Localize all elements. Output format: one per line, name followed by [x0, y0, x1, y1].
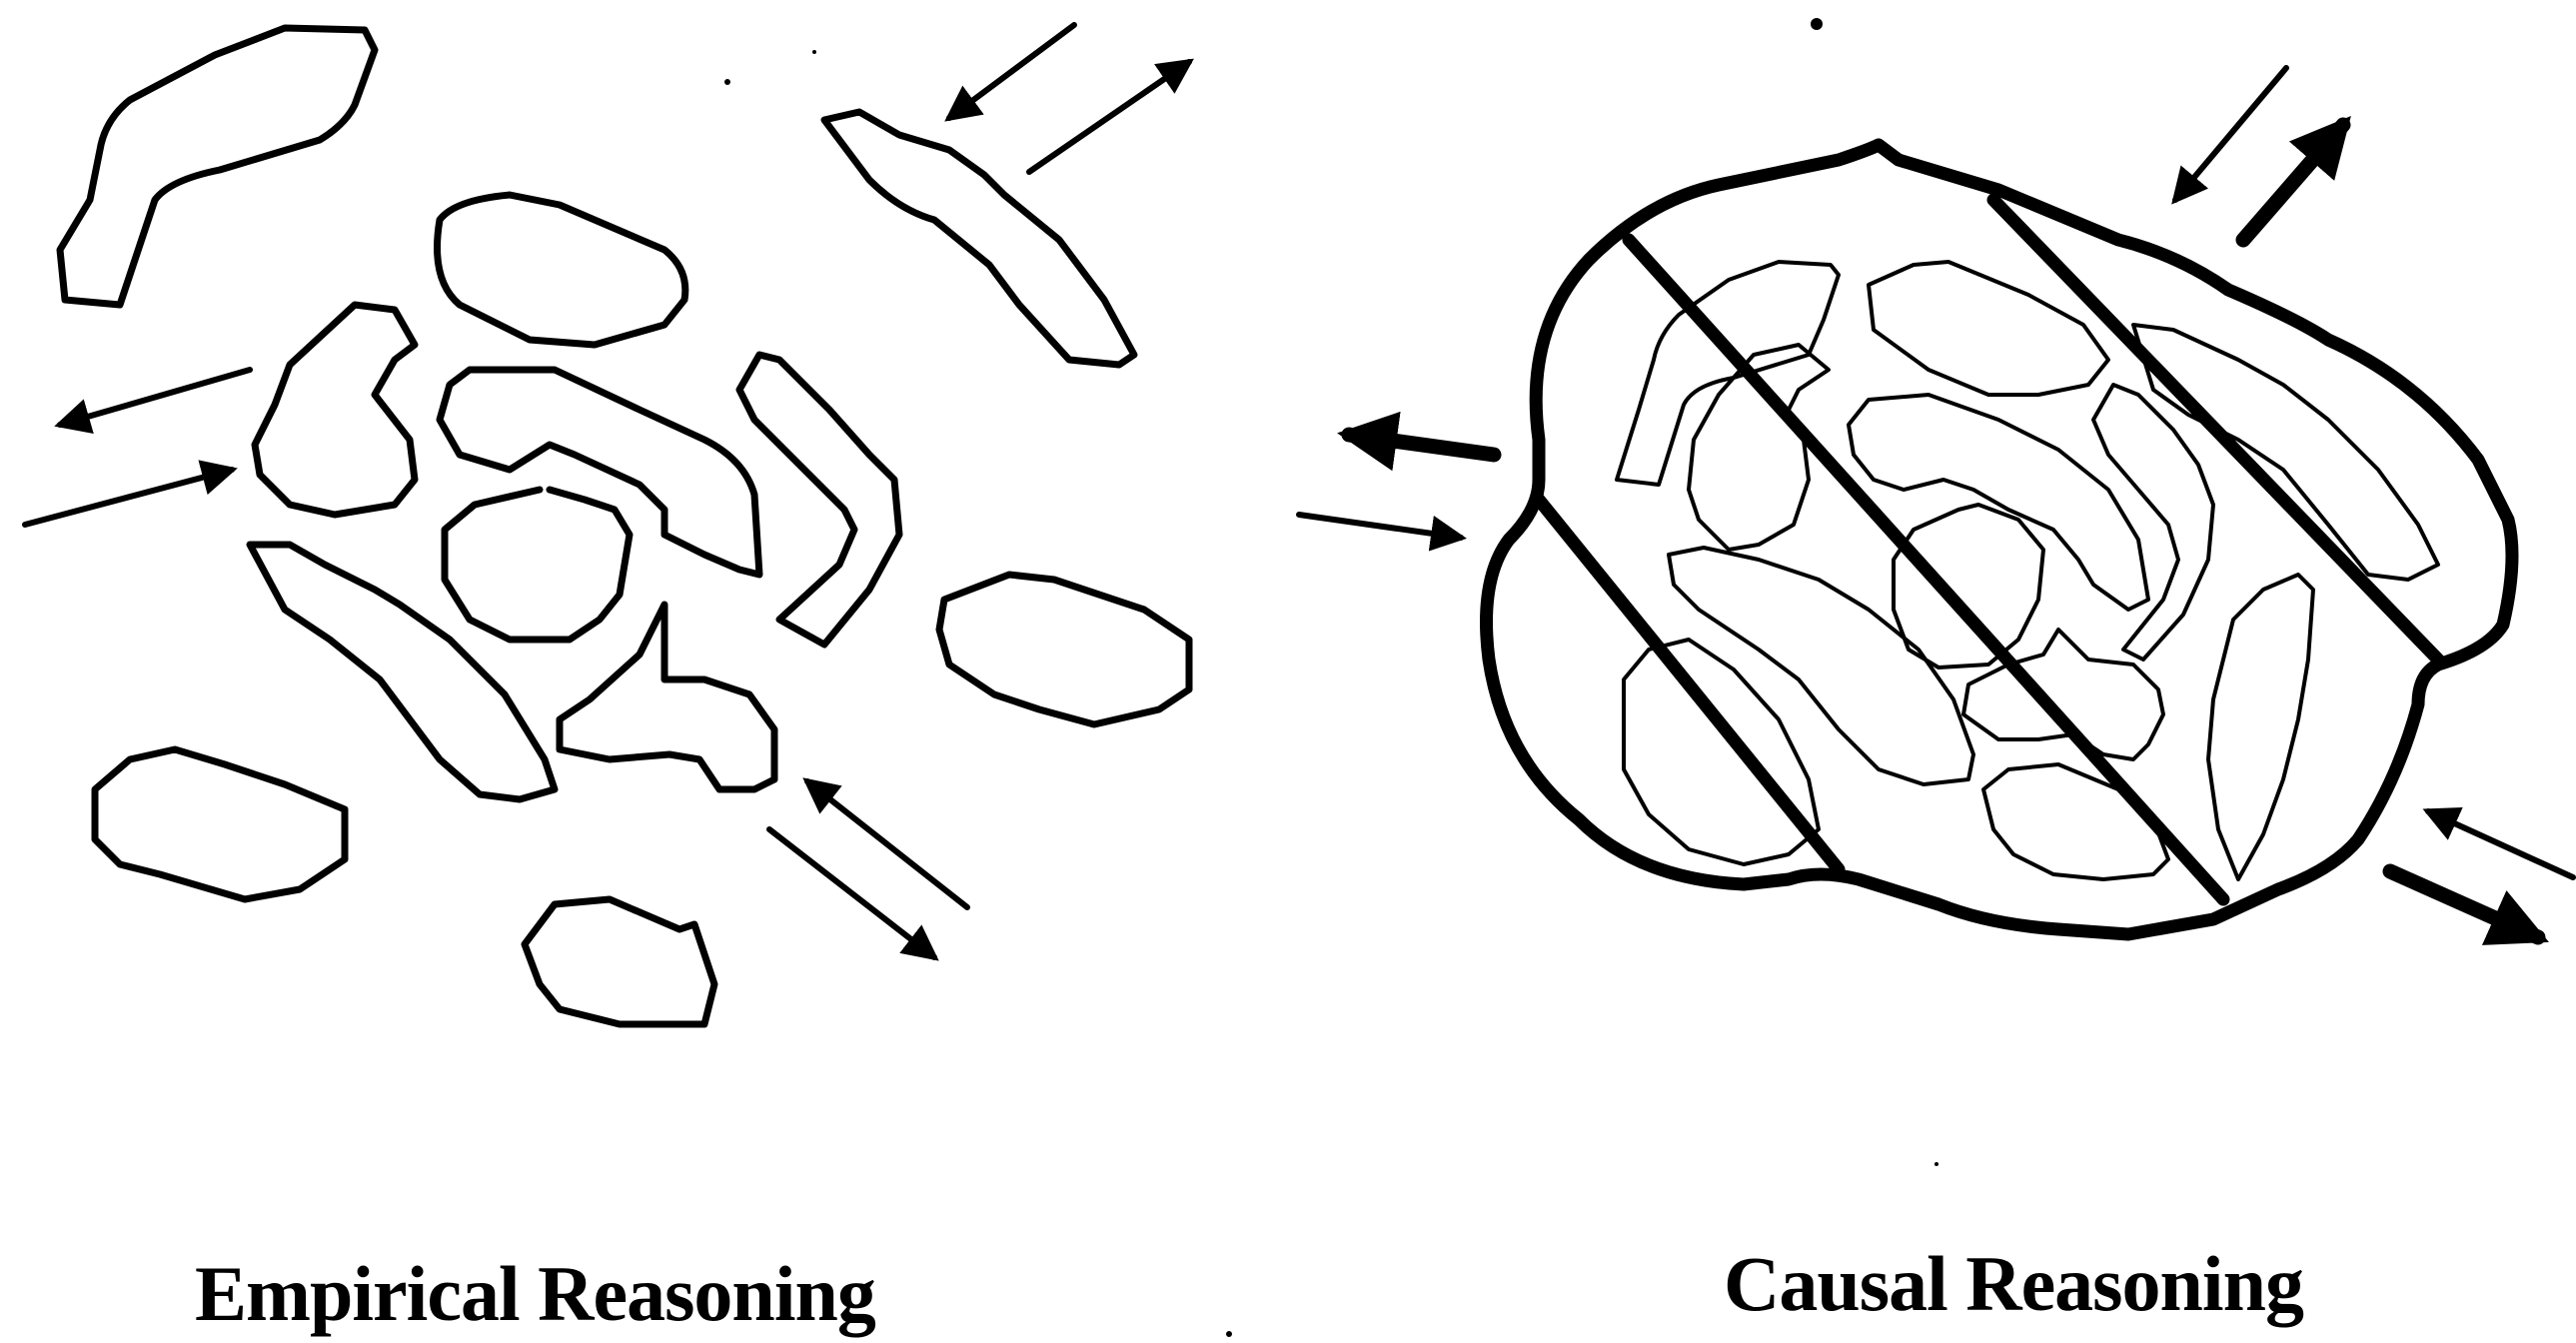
causal-arrow-bottom-in — [2428, 811, 2573, 877]
empirical-shape-oval-right — [939, 575, 1189, 724]
causal-inner-diagonal — [1669, 548, 1973, 784]
empirical-shape-chevron-right — [739, 355, 899, 645]
empirical-shape-small-bottom — [525, 899, 714, 1024]
empirical-shape-small-lower — [560, 605, 774, 789]
speck — [1934, 1162, 1938, 1166]
empirical-arrow-top-in — [949, 25, 1074, 118]
causal-arrow-bottom-out — [2390, 871, 2538, 937]
speck — [1226, 1331, 1232, 1337]
empirical-arrow-bottom-in — [807, 781, 967, 907]
empirical-shape-oval-bottomleft — [95, 749, 345, 899]
empirical-shape-arc-center — [440, 370, 759, 575]
causal-inner-elongated — [2133, 325, 2438, 580]
empirical-panel — [25, 25, 1189, 1024]
empirical-shape-hexagon-left — [255, 305, 415, 515]
causal-arrow-left-in — [1299, 515, 1461, 538]
empirical-shape-oval-upper — [438, 195, 685, 345]
caption-causal-reasoning: Causal Reasoning — [1724, 1239, 2303, 1329]
causal-separator-2 — [1539, 500, 1839, 869]
empirical-arrow-bottom-out — [769, 829, 934, 957]
empirical-arrow-top-out — [1029, 62, 1189, 172]
empirical-arrow-left-in — [25, 470, 232, 525]
causal-panel — [1299, 68, 2573, 937]
speck — [1811, 18, 1823, 30]
caption-empirical-reasoning: Empirical Reasoning — [195, 1249, 875, 1339]
causal-arrow-left-out — [1349, 435, 1494, 455]
causal-arrow-top-out — [2243, 125, 2343, 240]
speck — [724, 79, 730, 85]
empirical-shape-heptagon-inner — [445, 490, 630, 640]
causal-inner-oval-right — [2208, 575, 2313, 879]
causal-inner-heptagon — [1894, 505, 2043, 668]
empirical-arrow-left-out — [60, 370, 250, 425]
causal-arrow-top-in — [2175, 68, 2286, 200]
causal-inner-chevron — [2093, 385, 2213, 660]
causal-inner-small-bottom — [1983, 764, 2168, 879]
empirical-shape-diagonal-lower — [250, 545, 555, 799]
empirical-shape-elongated-topright — [824, 112, 1134, 365]
empirical-shape-boomerang — [60, 28, 375, 305]
speck — [812, 50, 816, 54]
causal-outer-boundary — [1487, 145, 2513, 934]
